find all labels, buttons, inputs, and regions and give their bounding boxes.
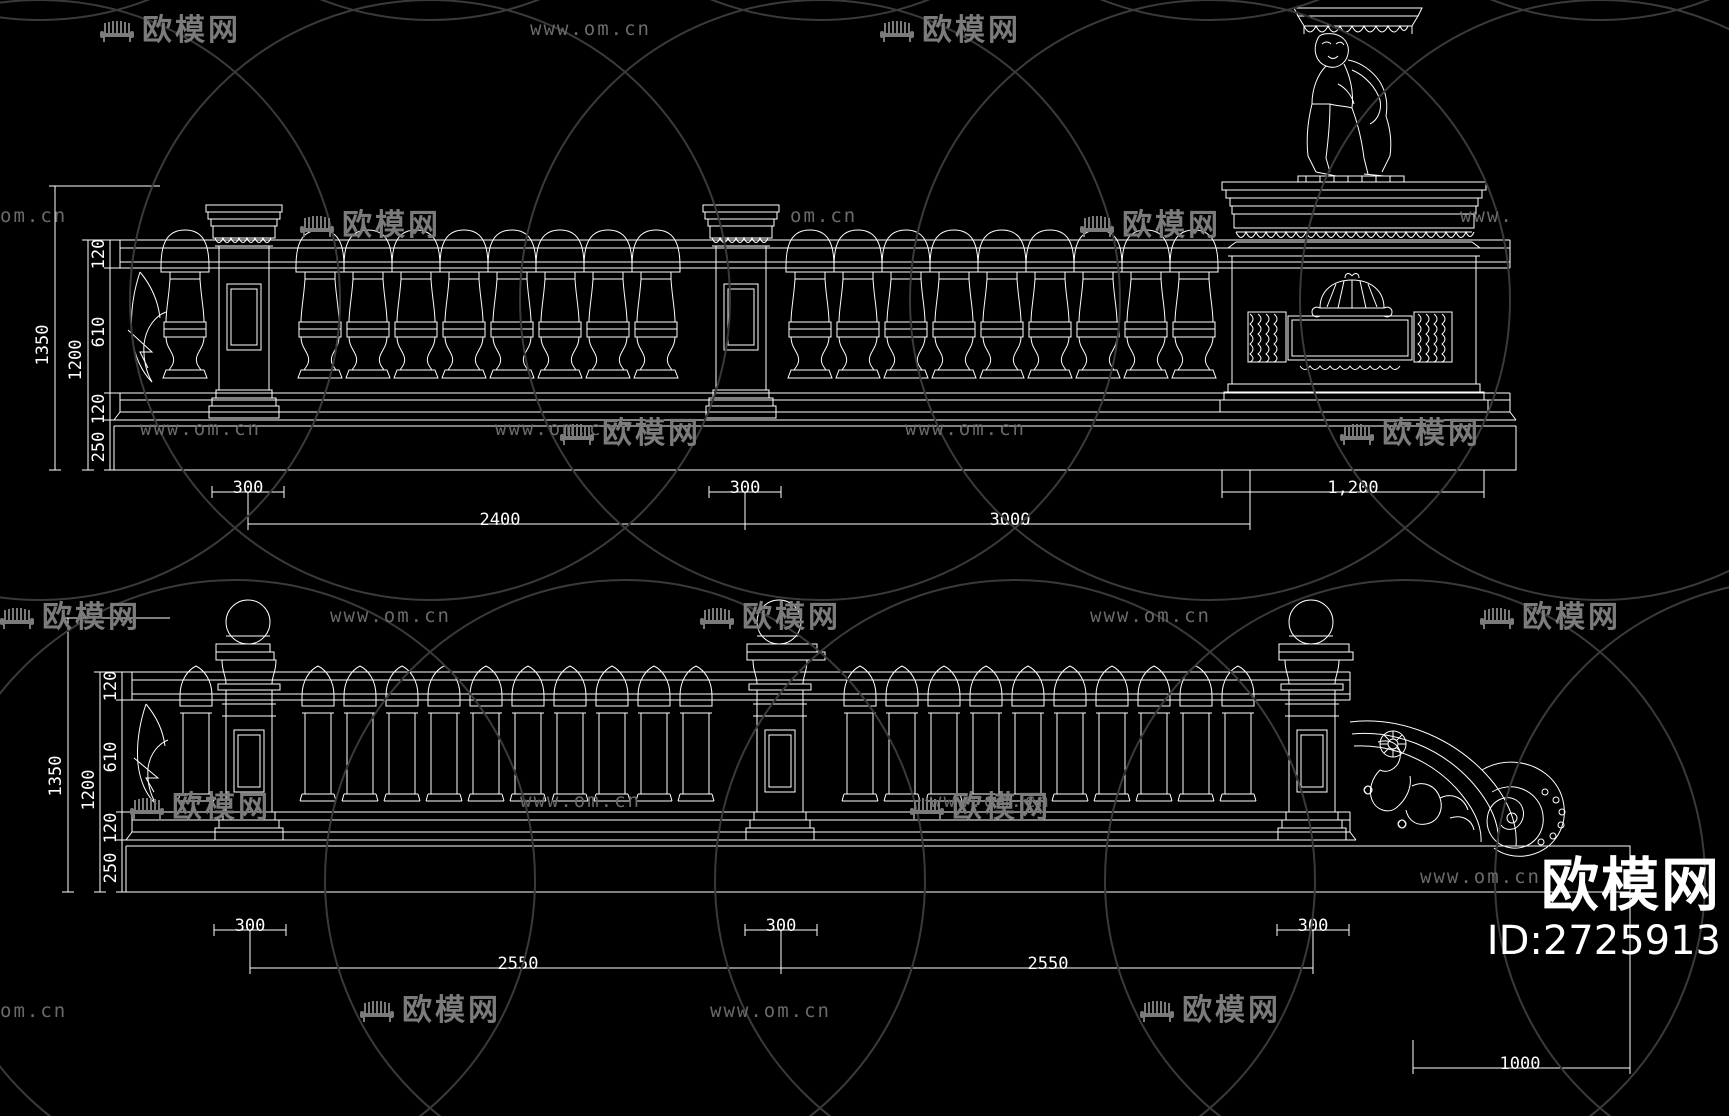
dim-upper-300b: 300 <box>730 478 761 498</box>
dim-lower-120a: 120 <box>101 671 121 702</box>
lower-pier-1 <box>214 599 284 841</box>
dim-lower-250: 250 <box>101 853 121 884</box>
lower-elevation-view <box>125 599 1631 893</box>
dim-lower-120b: 120 <box>101 813 121 844</box>
dim-lower-300a: 300 <box>235 916 266 936</box>
dim-upper-1350: 1350 <box>33 325 53 366</box>
dim-lower-1350: 1350 <box>46 756 66 797</box>
upper-elevation-view <box>113 7 1517 471</box>
cherub-statue <box>1293 7 1423 183</box>
dim-upper-2400: 2400 <box>480 510 521 530</box>
dim-lower-300c: 300 <box>1298 916 1329 936</box>
shell-ornament <box>1311 273 1393 318</box>
dim-upper-1200: 1200 <box>66 340 86 381</box>
dim-lower-1200: 1200 <box>79 770 99 811</box>
brand-logo-text: 欧模网 <box>1540 851 1721 919</box>
scroll-ornament <box>1349 720 1566 857</box>
dim-upper-1200w: 1,200 <box>1327 478 1378 498</box>
lower-pier-3 <box>1277 599 1354 841</box>
dim-upper-120a: 120 <box>89 239 109 270</box>
lower-pier-2 <box>745 599 826 841</box>
dim-upper-120b: 120 <box>89 394 109 425</box>
dim-upper-610: 610 <box>89 317 109 348</box>
upper-pier-2 <box>702 204 780 419</box>
dim-upper-300a: 300 <box>233 478 264 498</box>
dim-lower-610: 610 <box>101 742 121 773</box>
dim-upper-3000: 3000 <box>990 510 1031 530</box>
dim-upper-250: 250 <box>89 432 109 463</box>
dim-lower-1000: 1000 <box>1500 1054 1541 1074</box>
upper-pier-1 <box>205 204 283 419</box>
statue-pedestal <box>1219 181 1489 413</box>
dim-lower-300b: 300 <box>766 916 797 936</box>
brand-id-text: ID:2725913 <box>1486 918 1721 964</box>
dim-lower-2550b: 2550 <box>1028 954 1069 974</box>
dim-lower-2550a: 2550 <box>498 954 539 974</box>
